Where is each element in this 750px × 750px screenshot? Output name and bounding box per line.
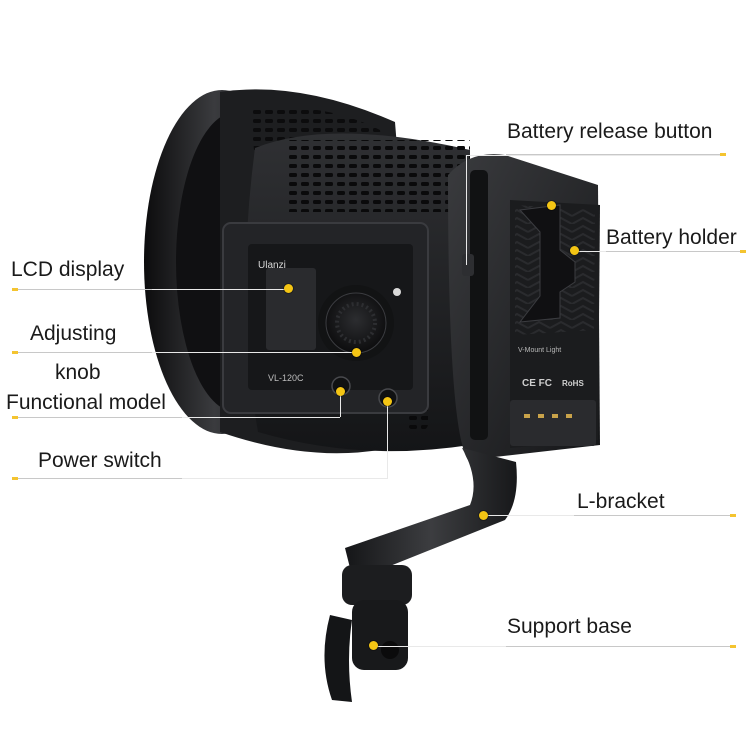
rule-holder [606, 250, 746, 253]
label-knob: knob [55, 361, 101, 384]
marker-lcd [284, 284, 293, 293]
marker-knob [352, 348, 361, 357]
leader-power [22, 478, 388, 479]
battery-holder: V-Mount Light CE FC RoHS [448, 154, 600, 460]
label-battery-holder: Battery holder [606, 226, 737, 249]
marker-power [383, 397, 392, 406]
marker-functional [336, 387, 345, 396]
control-panel: Ulanzi VL-120C [222, 222, 429, 414]
l-bracket [345, 448, 517, 571]
leader-release-v [466, 155, 467, 265]
label-adjusting: Adjusting [30, 322, 117, 345]
lcd-screen [266, 268, 316, 350]
support-base [324, 565, 412, 702]
leader-functional-v [340, 392, 341, 417]
rule-release [506, 153, 726, 156]
rule-bracket [574, 514, 736, 517]
rule-knob [12, 351, 152, 354]
leader-knob [22, 352, 358, 353]
ce-fcc-mark: CE FC [522, 378, 552, 389]
label-support-base: Support base [507, 615, 632, 638]
label-functional-model: Functional model [6, 391, 166, 414]
rule-functional [12, 416, 182, 419]
leader-power-v [387, 402, 388, 478]
marker-base [369, 641, 378, 650]
label-power-switch: Power switch [38, 449, 162, 472]
label-lcd-display: LCD display [11, 258, 125, 281]
label-l-bracket: L-bracket [577, 490, 665, 513]
marker-holder [570, 246, 579, 255]
brand-print: Ulanzi [258, 260, 286, 271]
rohs-mark: RoHS [562, 379, 584, 388]
leader-lcd [22, 289, 288, 290]
marker-release [547, 201, 556, 210]
rule-base [506, 645, 736, 648]
rule-power [12, 477, 182, 480]
release-button [462, 254, 474, 276]
rule-lcd [12, 288, 152, 291]
leader-release [466, 155, 726, 156]
plate-title: V-Mount Light [518, 347, 561, 354]
marker-bracket [479, 511, 488, 520]
model-print: VL-120C [268, 373, 304, 383]
label-battery-release-button: Battery release button [507, 120, 713, 143]
